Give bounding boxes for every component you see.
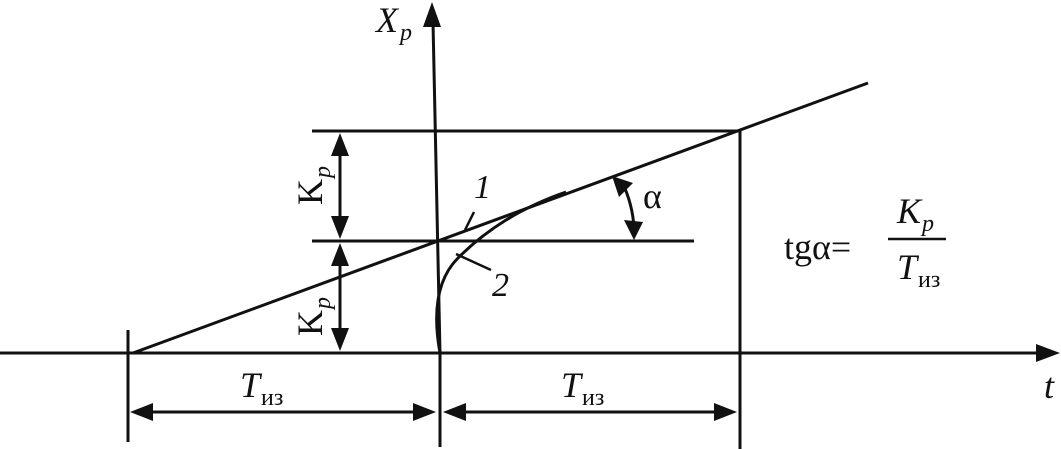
curve-1-label: 1 — [474, 169, 491, 206]
right-time-dimension — [443, 403, 737, 421]
right-time-label: Tиз — [561, 365, 604, 411]
curve-1-tick — [463, 211, 476, 231]
curve-2-label: 2 — [492, 267, 509, 304]
formula-lhs: tgα= — [784, 227, 851, 267]
lower-gain-dimension — [331, 243, 349, 351]
time-axis — [0, 344, 1060, 362]
left-time-dimension — [130, 403, 436, 421]
ramp-response-line — [132, 81, 869, 355]
angle-arc — [612, 176, 643, 240]
transient-curve — [435, 190, 567, 354]
x-axis-label: t — [1044, 366, 1055, 406]
angle-label: α — [643, 176, 662, 216]
upper-gain-label: Kp — [290, 166, 336, 205]
lower-gain-label: Kp — [290, 297, 336, 336]
upper-gain-dimension — [331, 133, 349, 239]
y-axis-label: Xp — [374, 0, 412, 46]
formula-numerator: Kp — [896, 191, 934, 237]
slope-formula: tgα= Kp Tиз — [784, 191, 946, 293]
curve-2-tick — [455, 252, 492, 272]
formula-denominator: Tиз — [897, 247, 940, 293]
left-time-label: Tиз — [240, 365, 283, 411]
